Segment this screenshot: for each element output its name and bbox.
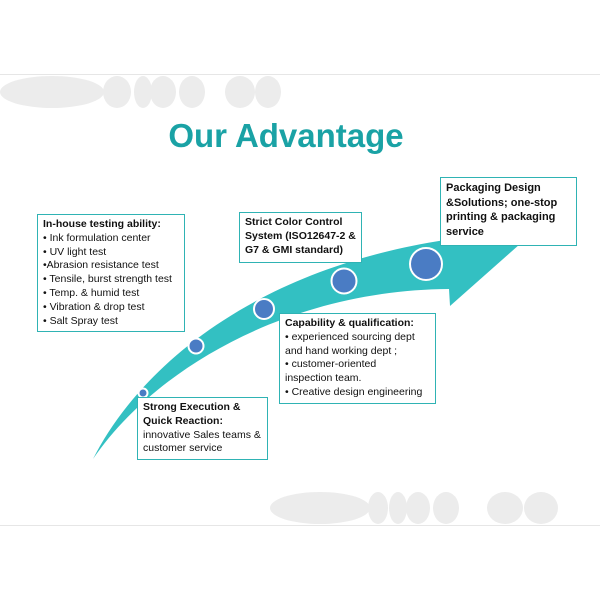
milestone-circle bbox=[330, 267, 358, 295]
decor-ellipse bbox=[255, 76, 281, 108]
color-control-box: Strict Color Control System (ISO12647-2 … bbox=[239, 212, 362, 263]
milestone-circles bbox=[137, 247, 443, 399]
capability-box: Capability & qualification: • experience… bbox=[279, 313, 436, 404]
decor-ellipse bbox=[406, 492, 430, 524]
milestone-circle bbox=[409, 247, 443, 281]
testing-line: • UV light test bbox=[43, 245, 107, 258]
testing-line: •Abrasion resistance test bbox=[43, 259, 159, 272]
execution-box: Strong Execution & Quick Reaction: innov… bbox=[137, 397, 268, 460]
decor-ellipse bbox=[0, 76, 104, 108]
testing-heading: In-house testing ability: bbox=[43, 218, 161, 230]
decor-ellipse bbox=[487, 492, 523, 524]
color-heading-line: G7 & GMI standard) bbox=[245, 243, 344, 256]
decor-ellipse bbox=[103, 76, 131, 108]
testing-line: • Ink formulation center bbox=[43, 231, 151, 244]
packaging-heading-line: Packaging Design bbox=[446, 182, 541, 194]
growth-arrow bbox=[93, 224, 520, 459]
decor-ellipse bbox=[270, 492, 370, 524]
decor-ellipses-bottom bbox=[270, 492, 558, 524]
testing-line: • Vibration & drop test bbox=[43, 300, 145, 313]
packaging-design-box: Packaging Design &Solutions; one-stop pr… bbox=[440, 177, 577, 246]
capability-line: • customer-oriented bbox=[285, 358, 377, 371]
execution-line: innovative Sales teams & bbox=[143, 428, 261, 441]
decor-ellipse bbox=[150, 76, 176, 108]
decor-ellipses-top bbox=[0, 76, 281, 108]
decor-ellipse bbox=[179, 76, 205, 108]
execution-heading-line: Quick Reaction: bbox=[143, 414, 223, 427]
decor-ellipse bbox=[134, 76, 152, 108]
decor-ellipse bbox=[225, 76, 255, 108]
color-heading-line: Strict Color Control bbox=[245, 216, 343, 228]
color-heading-line: System (ISO12647-2 & bbox=[245, 229, 356, 242]
execution-line: customer service bbox=[143, 442, 223, 455]
capability-line: • Creative design engineering bbox=[285, 385, 423, 398]
capability-line: inspection team. bbox=[285, 372, 362, 385]
decor-ellipse bbox=[368, 492, 388, 524]
milestone-circle bbox=[253, 298, 275, 320]
testing-line: • Tensile, burst strength test bbox=[43, 273, 172, 286]
testing-line: • Temp. & humid test bbox=[43, 286, 140, 299]
decor-ellipse bbox=[389, 492, 407, 524]
capability-line: • experienced sourcing dept bbox=[285, 330, 415, 343]
packaging-heading-line: printing & packaging bbox=[446, 211, 556, 223]
decor-ellipse bbox=[433, 492, 459, 524]
milestone-circle bbox=[187, 337, 205, 355]
page-title: Our Advantage bbox=[168, 117, 404, 154]
execution-heading-line: Strong Execution & bbox=[143, 401, 241, 413]
testing-line: • Salt Spray test bbox=[43, 314, 118, 327]
capability-heading: Capability & qualification: bbox=[285, 317, 414, 329]
packaging-heading-line: &Solutions; one-stop bbox=[446, 196, 558, 209]
decor-ellipse bbox=[524, 492, 558, 524]
packaging-heading-line: service bbox=[446, 225, 484, 238]
capability-line: and hand working dept ; bbox=[285, 344, 398, 357]
testing-ability-box: In-house testing ability: • Ink formulat… bbox=[37, 214, 185, 332]
